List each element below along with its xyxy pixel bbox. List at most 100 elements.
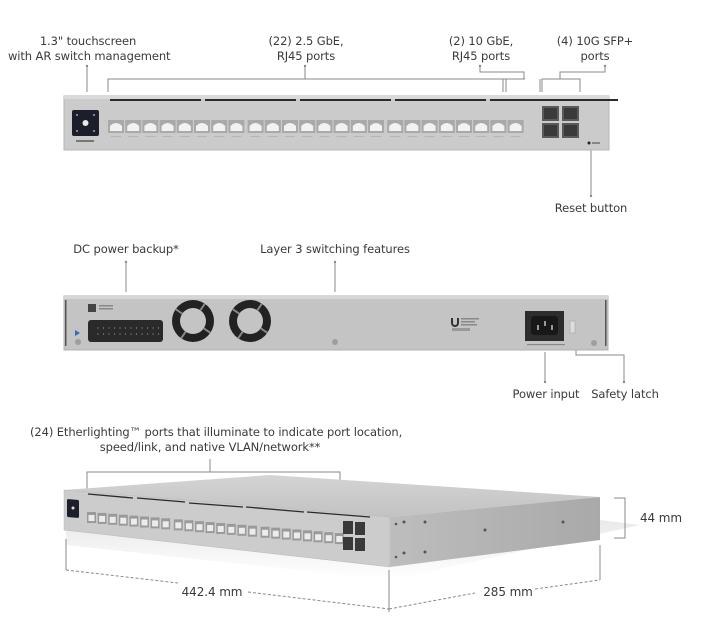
rj45-port: [271, 527, 281, 539]
rj45-port[interactable]: [387, 120, 404, 137]
callout-layer3-switching: Layer 3 switching features: [260, 242, 410, 256]
rj45-port[interactable]: [316, 120, 333, 137]
chassis-side: [390, 497, 600, 567]
callout-10gbe-line1: (2) 10 GbE,: [448, 34, 514, 48]
rj45-port: [205, 522, 215, 534]
rj45-port: [237, 524, 247, 536]
rj45-port[interactable]: [368, 120, 384, 137]
rj45-port[interactable]: [421, 120, 438, 137]
callout-dc-power-backup: DC power backup*: [73, 242, 179, 256]
callout-touchscreen: 1.3" touchscreen with AR switch manageme…: [8, 34, 171, 64]
reset-button[interactable]: [587, 141, 591, 145]
rj45-port: [87, 512, 96, 523]
callout-sfp-ports: (4) 10G SFP+ ports: [555, 34, 635, 64]
rj45-port: [173, 519, 183, 531]
certification-marks: [452, 328, 470, 331]
callout-10gbe-line2: RJ45 ports: [451, 49, 511, 63]
callout-2-5gbe-line1: (22) 2.5 GbE,: [268, 34, 344, 48]
qr-code: [88, 304, 96, 312]
rj45-port: [303, 530, 312, 542]
rj45-port: [184, 520, 194, 532]
callout-2-5gbe-line2: RJ45 ports: [276, 49, 336, 63]
callout-reset-button: Reset button: [554, 201, 628, 215]
rj45-port[interactable]: [507, 120, 524, 137]
rj45-port: [216, 522, 226, 534]
side-screws: [394, 520, 565, 559]
fan-icon: [229, 300, 271, 342]
dimension-height: 44 mm: [640, 511, 682, 525]
rj45-port-group: [108, 120, 524, 137]
rj45-port: [150, 517, 160, 529]
front-callout-lines: [86, 66, 606, 196]
callout-sfp-line1: (4) 10G SFP+: [556, 34, 634, 48]
rj45-port: [140, 516, 149, 528]
callout-etherlighting-line2: speed/link, and native VLAN/network**: [99, 440, 321, 454]
perspective-sfp-ports: [343, 521, 365, 551]
callout-10gbe-ports: (2) 10 GbE, RJ45 ports: [436, 34, 526, 64]
perspective-vent-slots: [87, 493, 371, 518]
rj45-port: [129, 515, 139, 527]
callout-touchscreen-line2: with AR switch management: [8, 49, 171, 63]
rj45-port[interactable]: [438, 120, 455, 137]
rj45-port[interactable]: [247, 120, 264, 137]
rj45-port[interactable]: [282, 120, 298, 137]
rj45-port[interactable]: [264, 120, 281, 137]
rj45-port: [248, 525, 257, 537]
callout-etherlighting: (24) Etherlighting™ ports that illuminat…: [30, 425, 403, 455]
rj45-port[interactable]: [490, 120, 507, 137]
rj45-port[interactable]: [473, 120, 490, 137]
sfp-port[interactable]: [562, 106, 579, 121]
rj45-port: [118, 514, 128, 526]
dc-power-connector[interactable]: [88, 320, 163, 342]
rj45-port: [108, 513, 118, 525]
front-vent-slots: [110, 99, 618, 101]
callout-power-input: Power input: [512, 387, 580, 401]
rj45-port: [334, 533, 344, 545]
rj45-port: [313, 531, 323, 543]
rj45-port[interactable]: [142, 120, 159, 137]
sfp-port[interactable]: [542, 123, 559, 138]
rj45-port: [195, 521, 204, 533]
chassis-top: [64, 475, 600, 517]
screw-icon: [591, 340, 597, 346]
callout-touchscreen-line1: 1.3" touchscreen: [39, 34, 137, 48]
rj45-port[interactable]: [333, 120, 350, 137]
rj45-port: [97, 512, 107, 524]
rj45-port: [281, 528, 291, 540]
rj45-port: [161, 518, 171, 530]
callout-etherlighting-line1: (24) Etherlighting™ ports that illuminat…: [30, 425, 403, 439]
touchscreen-center-icon: [82, 120, 89, 126]
dimension-depth: 285 mm: [483, 585, 533, 599]
rj45-port[interactable]: [108, 120, 124, 137]
callout-2-5gbe-ports: (22) 2.5 GbE, RJ45 ports: [256, 34, 356, 64]
rj45-port: [324, 532, 334, 544]
rj45-port[interactable]: [228, 120, 245, 137]
callout-sfp-line2: ports: [580, 49, 610, 63]
ubiquiti-logo-icon: [451, 318, 459, 327]
screw-icon: [75, 339, 81, 345]
rj45-port[interactable]: [125, 120, 142, 137]
rj45-port[interactable]: [299, 120, 316, 137]
sfp-port[interactable]: [542, 106, 559, 121]
arrow-icon: [75, 330, 80, 336]
rj45-port[interactable]: [350, 120, 367, 137]
safety-latch[interactable]: [569, 320, 576, 334]
rj45-port: [260, 526, 270, 538]
rj45-port[interactable]: [211, 120, 228, 137]
sfp-port-group: [542, 106, 579, 138]
fan-icon: [172, 300, 214, 342]
rj45-port[interactable]: [159, 120, 176, 137]
perspective-rj45-ports: [87, 512, 344, 545]
rj45-port[interactable]: [194, 120, 210, 137]
rj45-port[interactable]: [404, 120, 421, 137]
callout-safety-latch: Safety latch: [591, 387, 659, 401]
rj45-port[interactable]: [176, 120, 193, 137]
screw-icon: [332, 339, 338, 345]
sfp-port[interactable]: [562, 123, 579, 138]
rj45-port: [226, 523, 236, 535]
rj45-port[interactable]: [456, 120, 472, 137]
dimension-width: 442.4 mm: [181, 585, 243, 599]
